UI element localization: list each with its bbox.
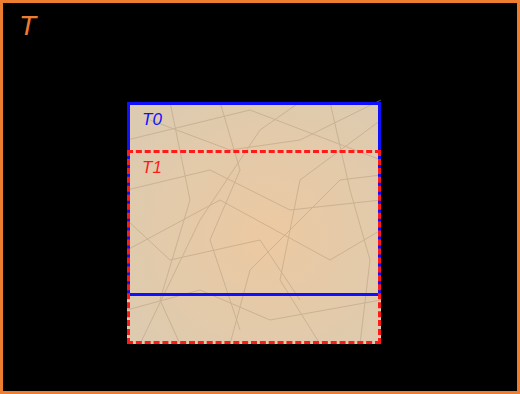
template-box: T0 — [127, 102, 381, 296]
template-box: T1 — [127, 150, 381, 344]
region-label: T1 — [142, 159, 162, 178]
texture-patch — [127, 102, 381, 344]
region-label: T0 — [142, 111, 162, 130]
region-label: T — [19, 11, 36, 42]
texture-fibers — [127, 100, 381, 344]
